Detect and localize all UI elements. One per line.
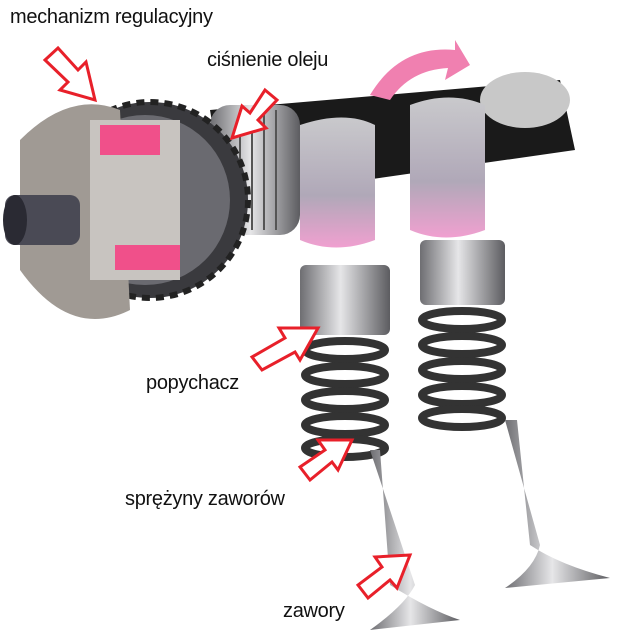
label-adjuster: mechanizm regulacyjny xyxy=(10,6,213,28)
arrow-tappet-icon xyxy=(249,326,321,372)
label-valves: zawory xyxy=(283,600,345,622)
camshaft xyxy=(210,72,575,248)
label-oil-pressure: ciśnienie oleju xyxy=(207,49,329,71)
pointer-arrows xyxy=(42,45,413,601)
label-valve-springs: sprężyny zaworów xyxy=(125,488,285,510)
arrow-spring-icon xyxy=(297,438,355,483)
arrow-oil-icon xyxy=(229,87,280,141)
label-tappet: popychacz xyxy=(146,372,239,394)
arrow-adjuster-icon xyxy=(42,45,98,103)
rotation-arrow-icon xyxy=(370,40,470,100)
valve-assembly-right xyxy=(418,240,610,588)
arrow-valve-icon xyxy=(355,553,413,601)
cam-phaser xyxy=(3,99,251,320)
